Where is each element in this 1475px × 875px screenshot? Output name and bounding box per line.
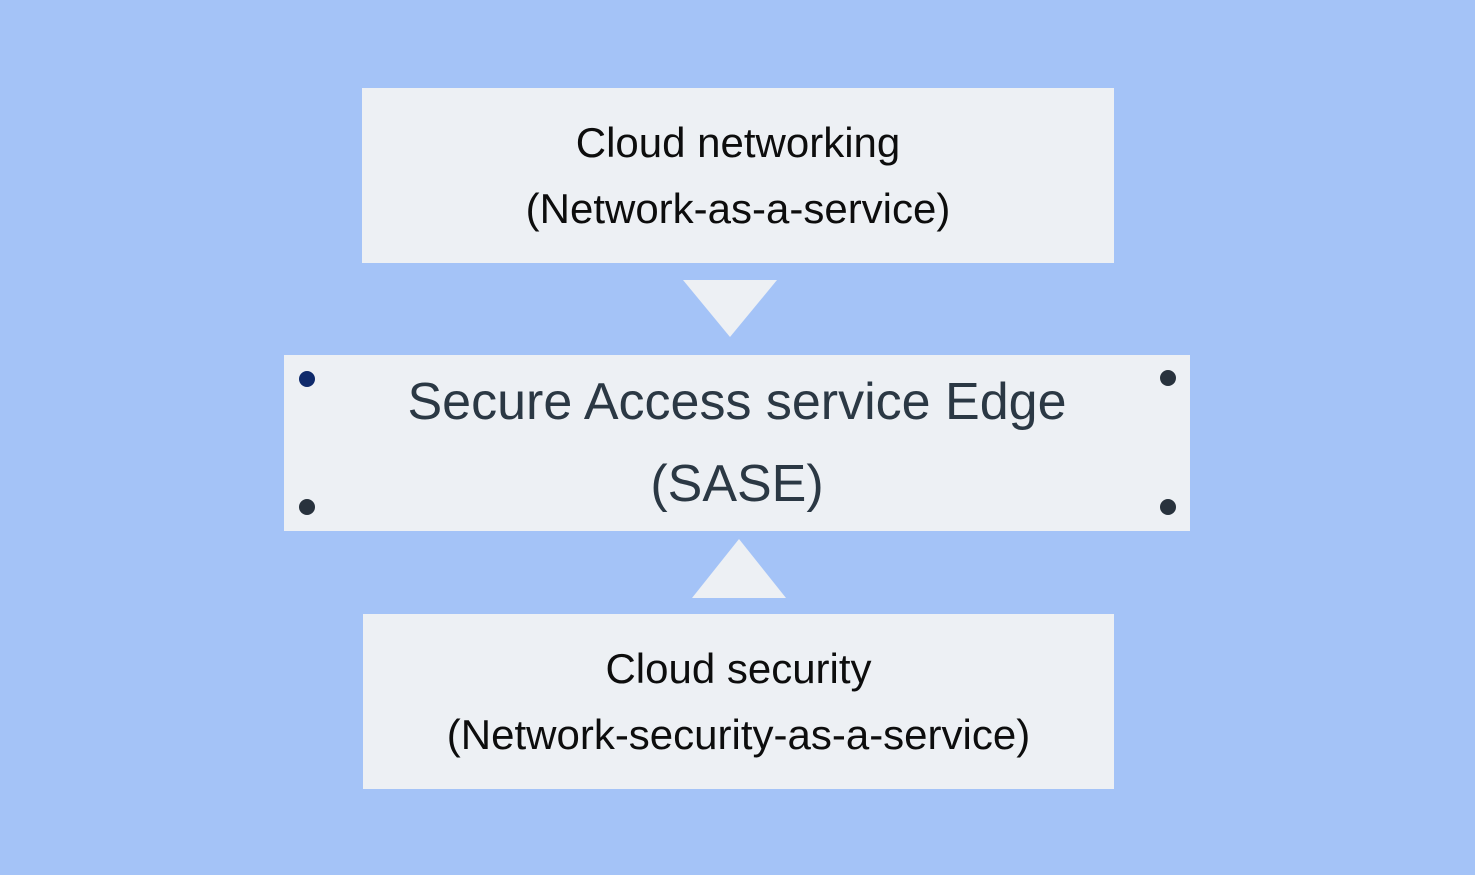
- arrow-down-icon: [683, 280, 777, 337]
- sase-line2: (SASE): [650, 455, 824, 513]
- cloud-networking-line1: Cloud networking: [575, 118, 901, 166]
- corner-dot-top-left: [299, 371, 315, 387]
- corner-dot-top-right: [1160, 370, 1176, 386]
- corner-dot-bottom-left: [299, 499, 315, 515]
- arrow-up-icon: [692, 539, 786, 598]
- box-sase: Secure Access service Edge (SASE): [284, 355, 1190, 531]
- box-cloud-networking: Cloud networking (Network-as-a-service): [362, 88, 1114, 263]
- cloud-networking-line2: (Network-as-a-service): [525, 184, 951, 232]
- sase-line1: Secure Access service Edge: [407, 373, 1067, 431]
- cloud-security-line1: Cloud security: [605, 644, 872, 692]
- cloud-security-line2: (Network-security-as-a-service): [446, 710, 1031, 758]
- corner-dot-bottom-right: [1160, 499, 1176, 515]
- box-cloud-security: Cloud security (Network-security-as-a-se…: [363, 614, 1114, 789]
